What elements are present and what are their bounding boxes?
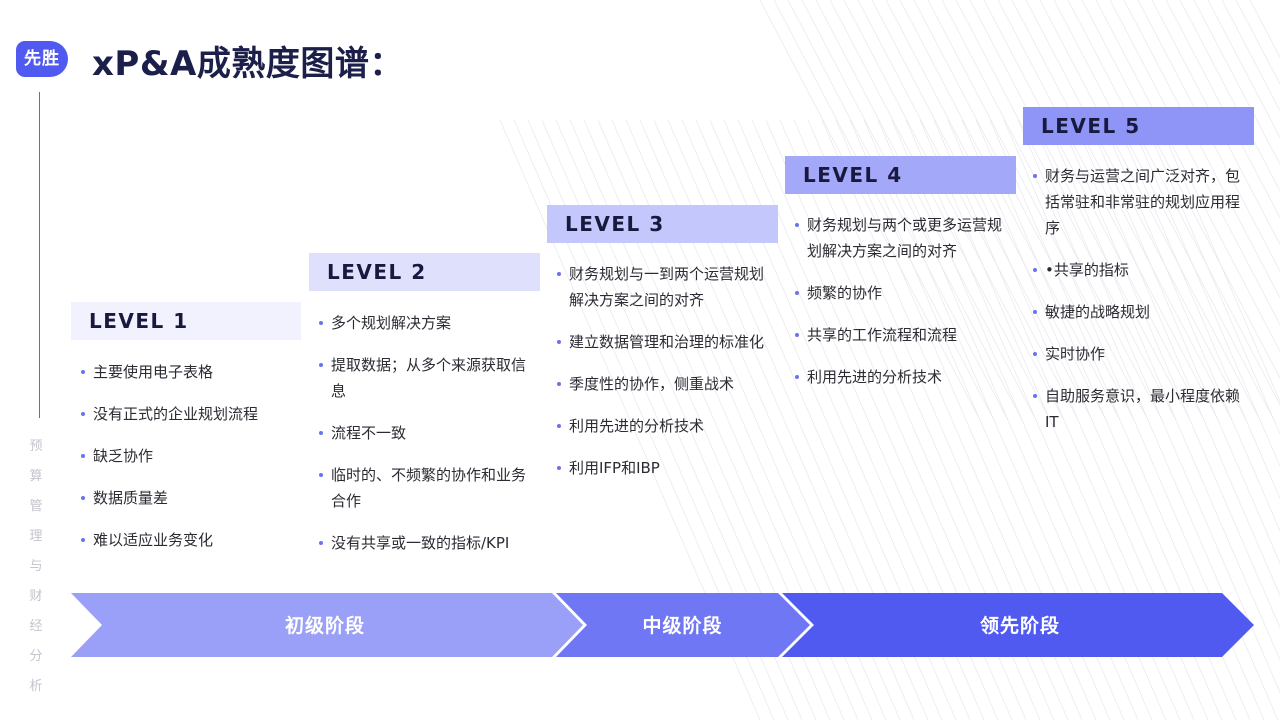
hatch-line [1039,0,1261,421]
hatch-line [1221,0,1280,112]
list-item: 没有共享或一致的指标/KPI [319,530,537,556]
level-1-list: 主要使用电子表格 没有正式的企业规划流程 缺乏协作 数据质量差 难以适应业务变化 [81,359,306,569]
hatch-line [1165,0,1280,219]
side-label-char: 经 [29,619,43,634]
hatch-line [997,0,1219,421]
page-title: xP&A成熟度图谱： [92,44,404,84]
hatch-line [1137,0,1280,272]
stage-label-leading: 领先阶段 [979,615,1060,637]
list-item: 难以适应业务变化 [81,527,306,553]
side-label-char: 管 [29,499,43,514]
side-label-char: 财 [29,589,43,604]
list-item: 季度性的协作，侧重战术 [557,371,775,397]
level-1-header: LEVEL 1 [71,302,301,340]
hatch-line [927,0,1149,421]
list-item: 共享的工作流程和流程 [795,322,1013,348]
hatch-line [1151,0,1280,246]
hatch-line [899,0,1121,421]
hatch-line [955,0,1177,421]
hatch-line [759,0,981,421]
hatch-line [801,0,1023,421]
side-vertical-label: 预 算 管 理 与 财 经 分 析 [26,432,46,702]
level-4-header: LEVEL 4 [785,156,1016,194]
hatch-line [1235,0,1280,85]
hatch-line [773,0,995,421]
hatch-line [1157,119,1280,403]
hatch-line [1067,0,1280,406]
hatch-line [1095,0,1280,353]
hatch-line [1109,0,1280,326]
hatch-line [843,0,1065,421]
hatch-line [1123,0,1280,299]
list-item: 没有正式的企业规划流程 [81,401,306,427]
hatch-line [857,0,1079,421]
list-item: 自助服务意识，最小程度依赖IT [1033,383,1245,435]
hatch-line [815,0,1037,421]
list-item: 缺乏协作 [81,443,306,469]
level-2-list: 多个规划解决方案 提取数据；从多个来源获取信息 流程不一致 临时的、不频繁的协作… [319,310,537,572]
brand-logo: 先胜 [16,41,68,77]
side-label-char: 理 [29,529,43,544]
hatch-line [1025,0,1247,421]
level-2-header: LEVEL 2 [309,253,540,291]
hatch-line [969,0,1191,421]
list-item: 建立数据管理和治理的标准化 [557,329,775,355]
hatch-line [1193,0,1280,165]
hatch-line [787,0,1009,421]
stage-label-intermediate: 中级阶段 [642,615,723,637]
list-item: 利用先进的分析技术 [795,364,1013,390]
level-3-list: 财务规划与一到两个运营规划解决方案之间的对齐 建立数据管理和治理的标准化 季度性… [557,261,775,497]
list-item: 敏捷的战略规划 [1033,299,1245,325]
list-item: 财务规划与两个或更多运营规划解决方案之间的对齐 [795,212,1013,264]
hatch-line [941,0,1163,421]
list-item: •共享的指标 [1033,257,1245,283]
hatch-line [1011,0,1233,421]
side-label-char: 分 [29,649,43,664]
hatch-line [913,0,1135,421]
level-5-list: 财务与运营之间广泛对齐，包括常驻和非常驻的规划应用程序 •共享的指标 敏捷的战略… [1033,163,1245,451]
level-3-header: LEVEL 3 [547,205,778,243]
hatch-line [1179,0,1280,192]
hatch-line [1249,0,1280,59]
hatch-line [885,0,1107,421]
side-label-char: 预 [29,439,43,454]
side-label-char: 析 [29,679,43,694]
side-divider [39,92,40,418]
list-item: 财务规划与一到两个运营规划解决方案之间的对齐 [557,261,775,313]
hatch-line [1053,0,1275,421]
side-label-char: 与 [29,559,43,574]
list-item: 利用先进的分析技术 [557,413,775,439]
stage-label-beginner: 初级阶段 [284,615,365,637]
list-item: 利用IFP和IBP [557,455,775,481]
hatch-line [1207,0,1280,139]
list-item: 数据质量差 [81,485,306,511]
level-4-list: 财务规划与两个或更多运营规划解决方案之间的对齐 频繁的协作 共享的工作流程和流程… [795,212,1013,406]
level-5-header: LEVEL 5 [1023,107,1254,145]
hatch-line [829,0,1051,421]
list-item: 主要使用电子表格 [81,359,306,385]
list-item: 提取数据；从多个来源获取信息 [319,352,537,404]
list-item: 流程不一致 [319,420,537,446]
hatch-line [1081,0,1280,379]
side-label-char: 算 [29,469,43,484]
list-item: 临时的、不频繁的协作和业务合作 [319,462,537,514]
list-item: 实时协作 [1033,341,1245,367]
list-item: 财务与运营之间广泛对齐，包括常驻和非常驻的规划应用程序 [1033,163,1245,241]
hatch-line [871,0,1093,421]
list-item: 频繁的协作 [795,280,1013,306]
hatch-line [983,0,1205,421]
list-item: 多个规划解决方案 [319,310,537,336]
